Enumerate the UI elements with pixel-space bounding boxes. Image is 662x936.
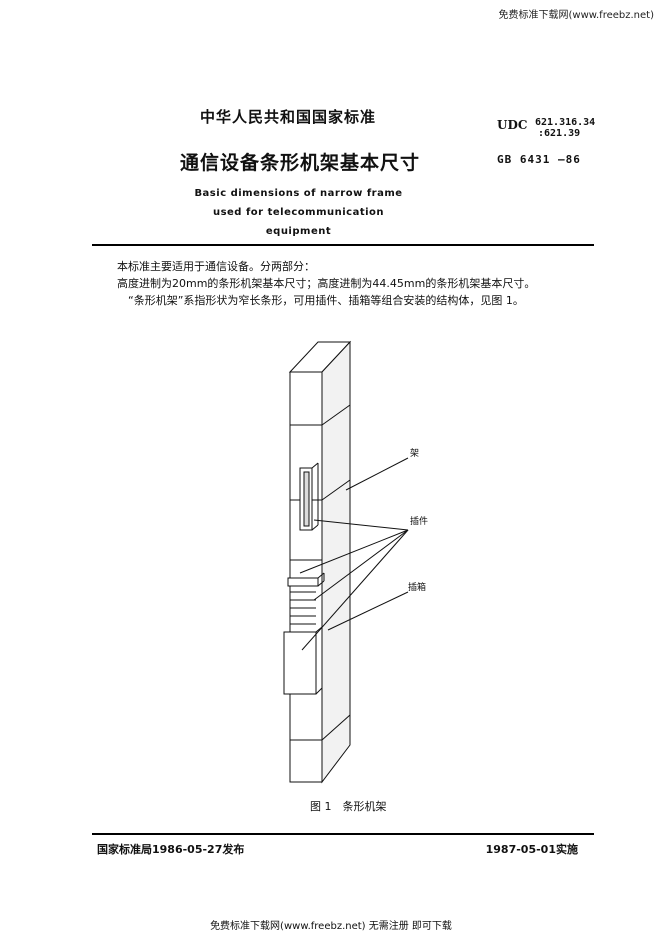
leader-plugin-2 (299, 529, 409, 574)
document-title-cn: 通信设备条形机架基本尺寸 (180, 152, 421, 174)
top-watermark: 免费标准下载网(www.freebz.net) (498, 10, 654, 21)
body-line-3: “条形机架”系指形状为窄长条形，可用插件、插箱等组合安装的结构体，见图 1。 (128, 294, 524, 307)
leader-frame (345, 457, 409, 491)
title-en-line-2: used for telecommunication equipment (212, 207, 385, 237)
document-title-en: Basic dimensions of narrow frame used fo… (186, 184, 411, 241)
label-plugin: 插件 (410, 515, 428, 527)
leader-box (327, 591, 409, 631)
udc-code: 621.316.34 :621.39 (535, 117, 595, 139)
label-box: 插箱 (408, 581, 426, 593)
label-frame: 架 (410, 448, 419, 459)
figure-caption: 图 1 条形机架 (310, 800, 387, 813)
bottom-watermark: 免费标准下载网(www.freebz.net) 无需注册 即可下载 (210, 921, 452, 932)
plugin-box (283, 631, 317, 695)
effective-date: 1987-05-01实施 (485, 843, 578, 856)
issue-date: 国家标准局1986-05-27发布 (97, 843, 245, 856)
figure-narrow-frame: 架 插件 插箱 (283, 340, 428, 784)
plugin-unit-middle (287, 577, 319, 587)
leader-plugin-3 (313, 529, 409, 601)
leader-plugin-4 (301, 529, 409, 651)
body-line-2: 高度进制为20mm的条形机架基本尺寸；高度进制为44.45mm的条形机架基本尺寸… (117, 277, 536, 290)
leader-plugin-1 (313, 519, 409, 531)
footer-rule (92, 833, 594, 835)
title-en-line-1: Basic dimensions of narrow frame (194, 188, 403, 199)
gb-number: GB 6431 —86 (497, 153, 581, 166)
header-rule (92, 244, 594, 246)
udc-label: UDC (497, 118, 528, 132)
frame-front-face (289, 371, 323, 783)
national-standard-heading: 中华人民共和国国家标准 (200, 108, 377, 126)
body-line-1: 本标准主要适用于通信设备。分两部分： (117, 260, 315, 273)
body-text: 本标准主要适用于通信设备。分两部分： 高度进制为20mm的条形机架基本尺寸；高度… (117, 258, 577, 309)
udc-code-line-1: 621.316.34 (535, 117, 596, 128)
udc-code-line-2: :621.39 (538, 128, 581, 139)
